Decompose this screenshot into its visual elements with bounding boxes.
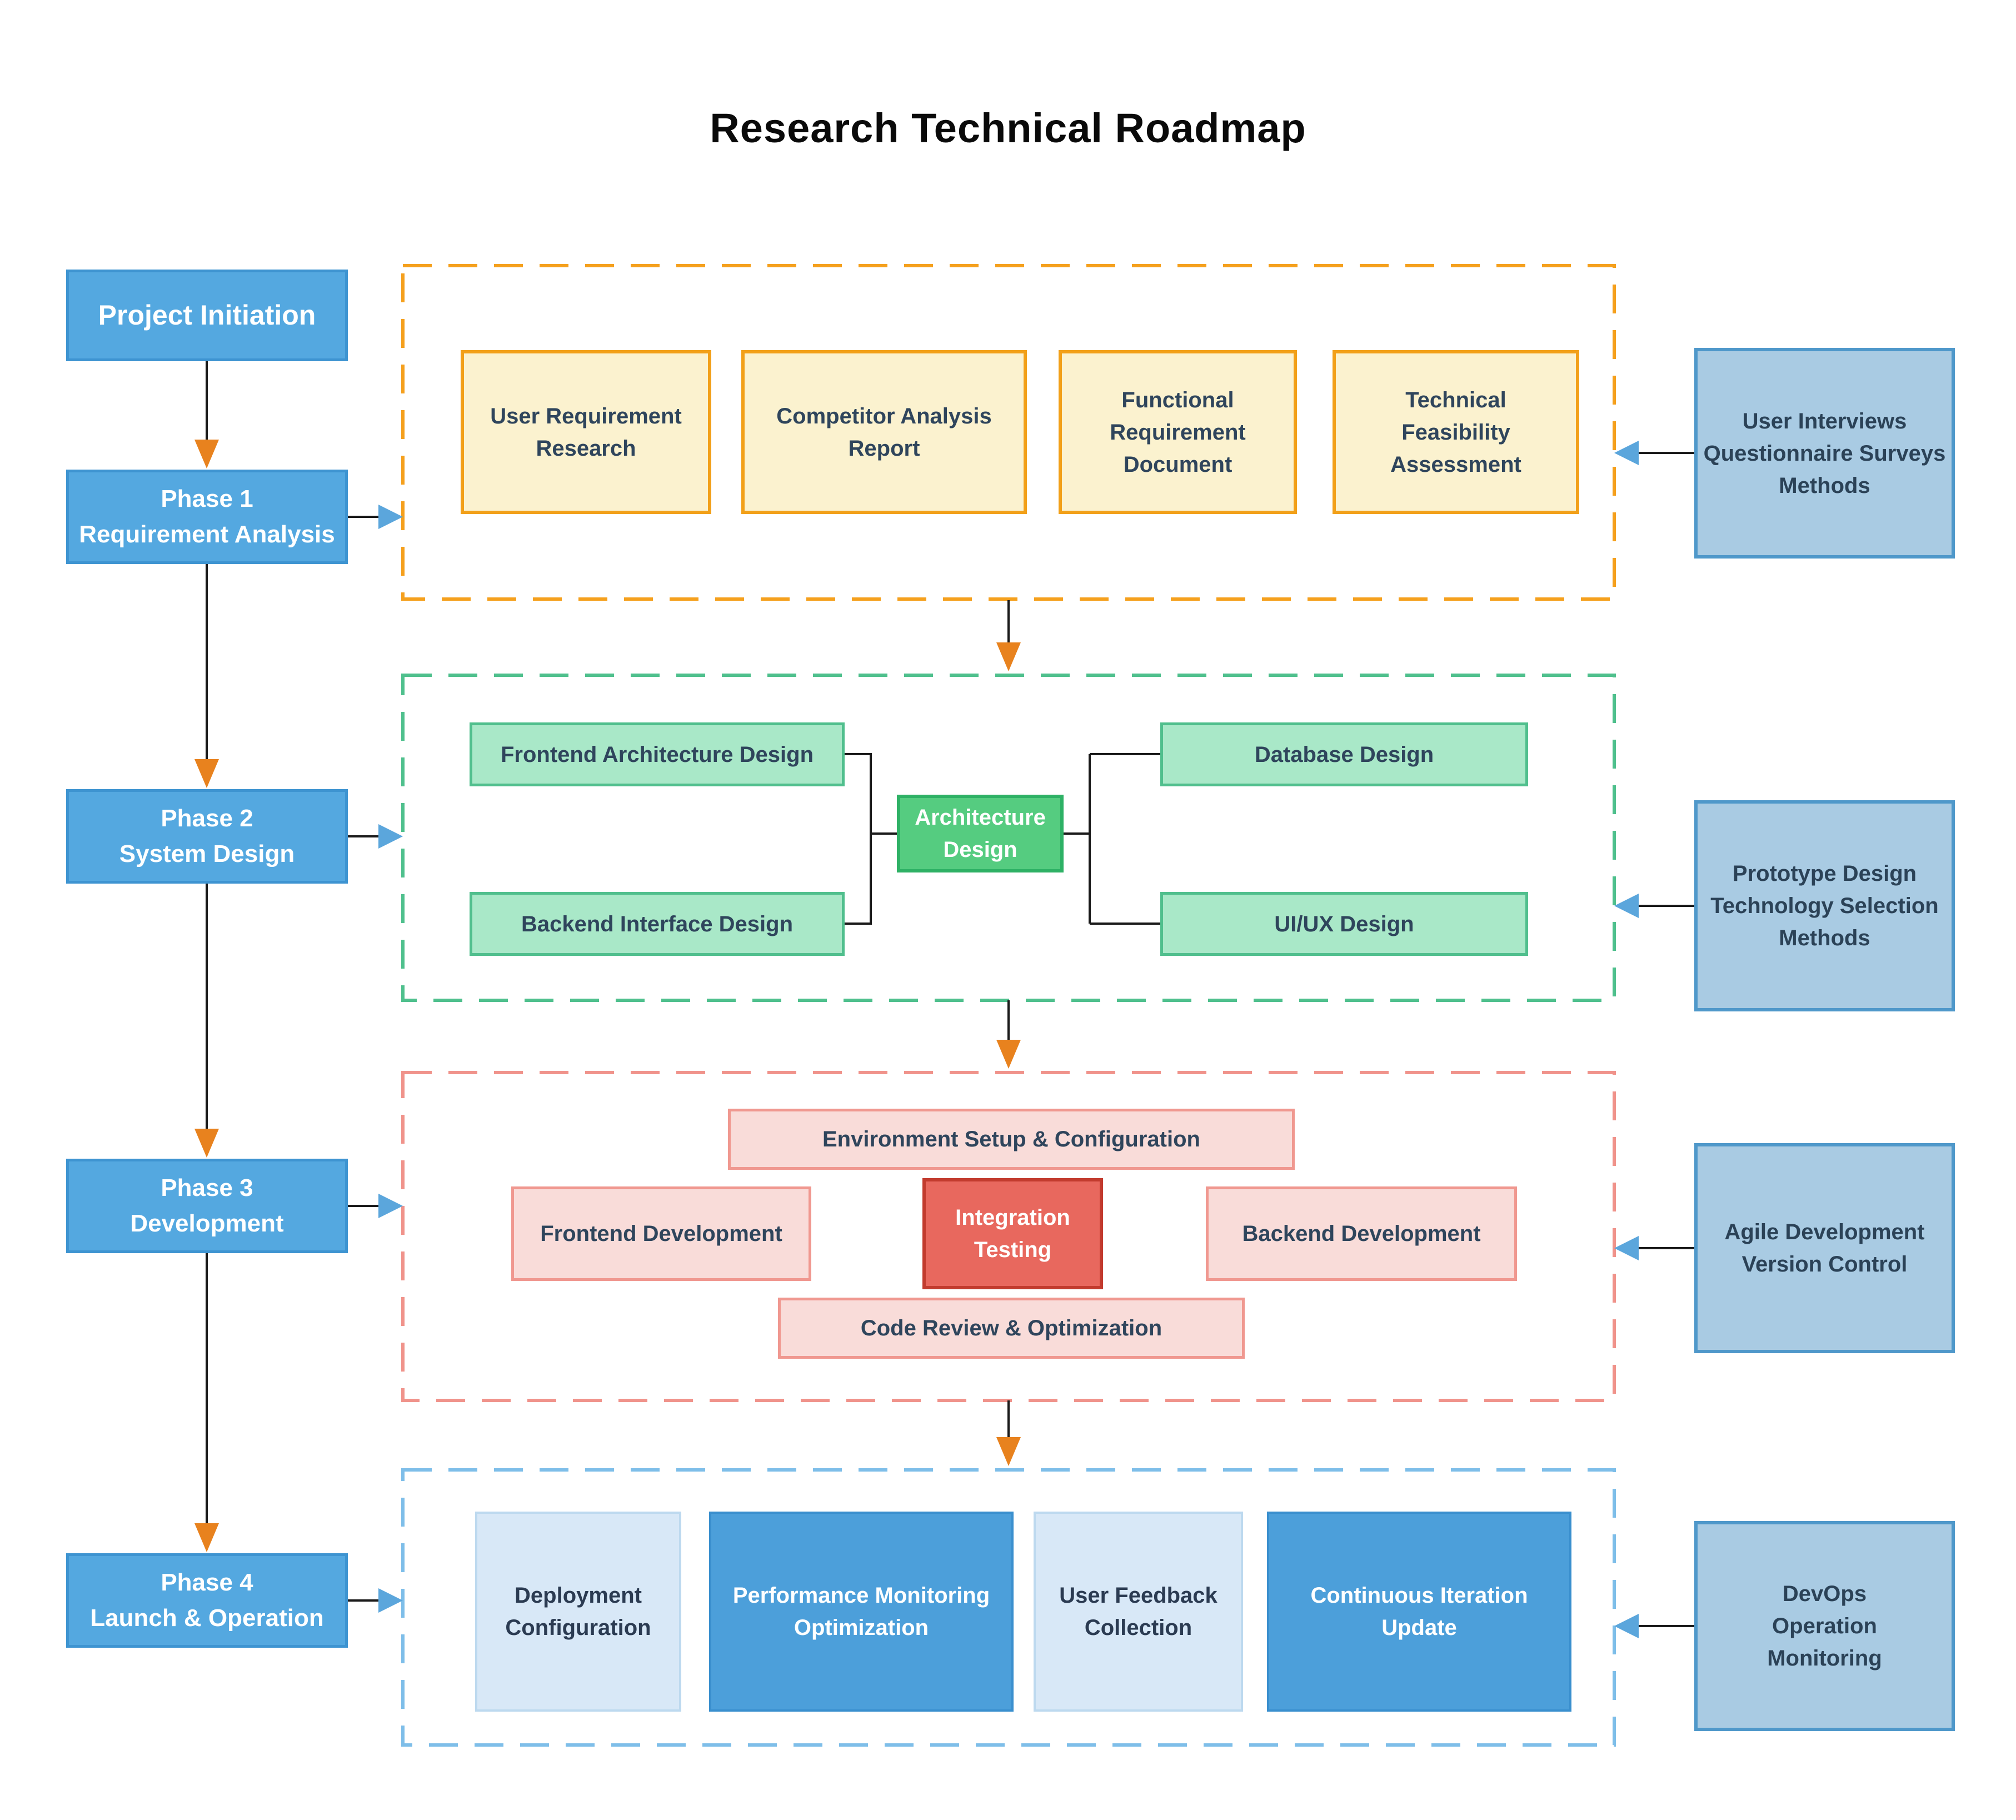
arrow-methods2-to-container: [1614, 894, 1694, 918]
node-environment-setup-configuration: Environment Setup & Configuration: [728, 1109, 1295, 1170]
arrow-methods1-to-container: [1614, 441, 1694, 465]
node-methods-prototype-design: Prototype Design Technology Selection Me…: [1694, 800, 1955, 1011]
arrow-phase3-to-container: [348, 1194, 403, 1218]
node-continuous-iteration-update: Continuous Iteration Update: [1267, 1512, 1571, 1712]
node-phase2: Phase 2 System Design: [66, 789, 348, 884]
node-code-review-optimization: Code Review & Optimization: [778, 1298, 1245, 1359]
node-user-requirement-research: User Requirement Research: [461, 350, 711, 514]
node-methods-agile-development: Agile Development Version Control: [1694, 1143, 1955, 1353]
node-competitor-analysis-report: Competitor Analysis Report: [741, 350, 1027, 514]
arrow-container2-to-container3: [996, 1000, 1021, 1069]
node-methods-devops: DevOps Operation Monitoring: [1694, 1521, 1955, 1731]
page-title: Research Technical Roadmap: [710, 105, 1306, 151]
node-technical-feasibility-assessment: Technical Feasibility Assessment: [1333, 350, 1579, 514]
phase2-elbow-connectors: [845, 753, 1160, 925]
arrow-container1-to-container2: [996, 600, 1021, 671]
node-database-design: Database Design: [1160, 722, 1528, 786]
node-deployment-configuration: Deployment Configuration: [475, 1512, 681, 1712]
node-backend-development: Backend Development: [1206, 1186, 1517, 1281]
arrow-phase1-to-phase2: [194, 564, 219, 788]
node-frontend-development: Frontend Development: [511, 1186, 811, 1281]
node-integration-testing: Integration Testing: [922, 1178, 1103, 1289]
node-uiux-design: UI/UX Design: [1160, 892, 1528, 956]
node-frontend-architecture-design: Frontend Architecture Design: [470, 722, 845, 786]
arrow-methods3-to-container: [1614, 1236, 1694, 1260]
arrow-phase2-to-container: [348, 824, 403, 849]
arrow-methods4-to-container: [1614, 1614, 1694, 1638]
phase1-container: [401, 264, 1616, 601]
node-user-feedback-collection: User Feedback Collection: [1034, 1512, 1243, 1712]
arrow-start-to-phase1: [194, 361, 219, 468]
arrow-container3-to-container4: [996, 1400, 1021, 1466]
node-backend-interface-design: Backend Interface Design: [470, 892, 845, 956]
arrow-phase3-to-phase4: [194, 1253, 219, 1552]
node-project-initiation: Project Initiation: [66, 270, 348, 361]
node-phase3: Phase 3 Development: [66, 1159, 348, 1253]
arrow-phase4-to-container: [348, 1588, 403, 1613]
arrow-phase2-to-phase3: [194, 884, 219, 1158]
phase4-container: [401, 1468, 1616, 1747]
node-functional-requirement-document: Functional Requirement Document: [1059, 350, 1297, 514]
node-phase1: Phase 1 Requirement Analysis: [66, 470, 348, 564]
node-performance-monitoring-optimization: Performance Monitoring Optimization: [709, 1512, 1014, 1712]
node-architecture-design: Architecture Design: [897, 795, 1064, 872]
arrow-phase1-to-container: [348, 505, 403, 529]
node-methods-user-interviews: User Interviews Questionnaire Surveys Me…: [1694, 348, 1955, 559]
node-phase4: Phase 4 Launch & Operation: [66, 1553, 348, 1648]
